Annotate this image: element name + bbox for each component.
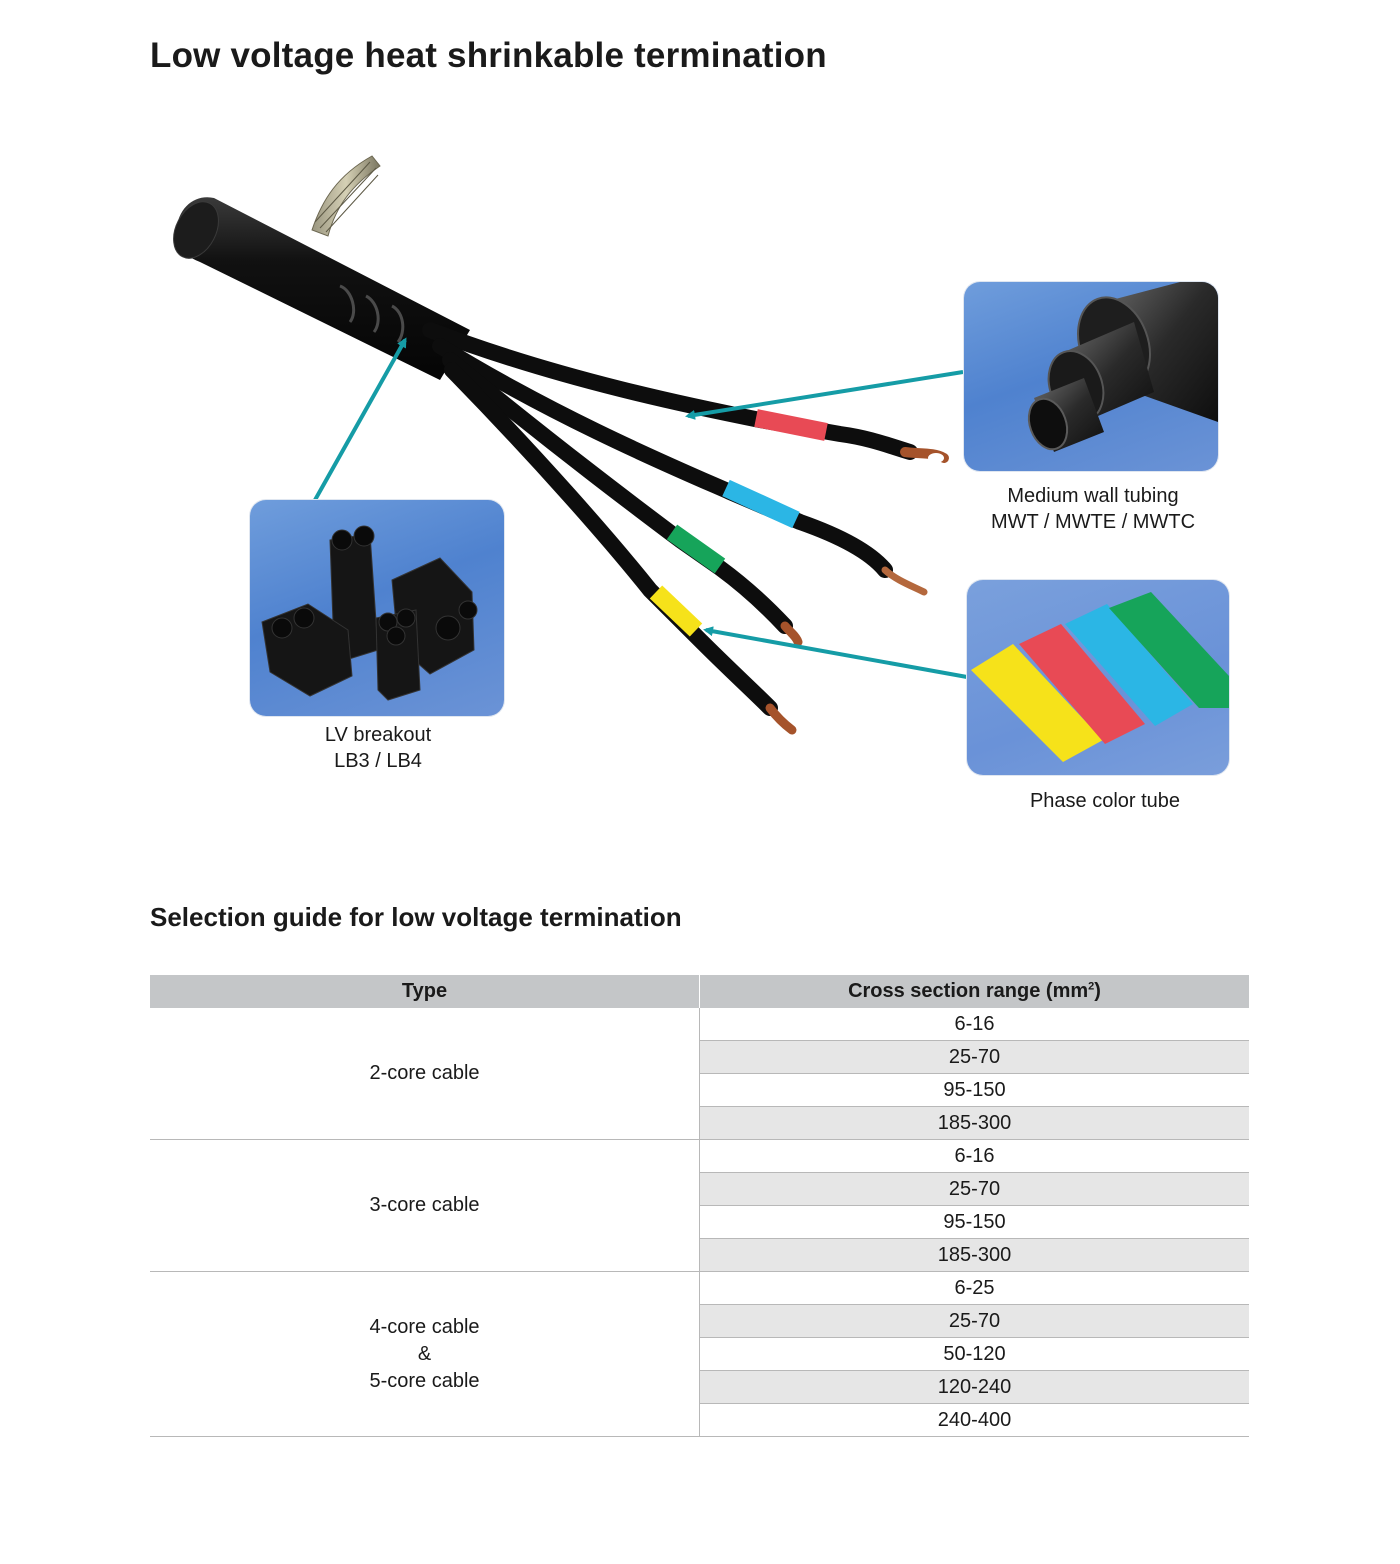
tubing-caption-line1: Medium wall tubing bbox=[1007, 485, 1179, 507]
arrow-tubing bbox=[685, 370, 964, 420]
cell-range: 6-25 bbox=[699, 1271, 1249, 1305]
table-row: 95-150 bbox=[150, 1073, 1249, 1107]
phase-caption: Phase color tube bbox=[990, 788, 1220, 814]
breakout-photo bbox=[250, 500, 504, 716]
breakout-caption-line2: LB3 / LB4 bbox=[334, 750, 422, 772]
phase-color-photo bbox=[967, 580, 1229, 775]
cell-range: 50-120 bbox=[699, 1337, 1249, 1371]
earth-braid bbox=[311, 155, 381, 237]
table-row: 3-core cable 6-16 bbox=[150, 1139, 1249, 1272]
cell-type: 2-core cable bbox=[150, 1008, 700, 1140]
table-row: 25-70 bbox=[150, 1304, 1249, 1338]
cell-range: 6-16 bbox=[699, 1008, 1249, 1041]
type-line: 4-core cable bbox=[369, 1315, 480, 1338]
table-row: 25-70 bbox=[150, 1040, 1249, 1074]
type-line: & bbox=[417, 1342, 432, 1365]
table-row: 4-core cable & 5-core cable 6-25 bbox=[150, 1271, 1249, 1437]
breakout-caption: LV breakout LB3 / LB4 bbox=[280, 722, 476, 774]
cell-type: 3-core cable bbox=[150, 1139, 700, 1272]
cable-termination-illustration bbox=[173, 155, 968, 735]
table-row: 25-70 bbox=[150, 1172, 1249, 1206]
cell-range: 25-70 bbox=[699, 1304, 1249, 1338]
cell-range: 95-150 bbox=[699, 1205, 1249, 1239]
cell-range: 240-400 bbox=[699, 1403, 1249, 1437]
table-row: 120-240 bbox=[150, 1370, 1249, 1404]
table-row: 185-300 bbox=[150, 1238, 1249, 1272]
type-line: 3-core cable bbox=[369, 1194, 480, 1216]
selection-guide-title: Selection guide for low voltage terminat… bbox=[150, 902, 682, 932]
cell-range: 6-16 bbox=[699, 1139, 1249, 1173]
core-green bbox=[442, 352, 793, 634]
page-title: Low voltage heat shrinkable termination bbox=[150, 36, 827, 75]
phase-caption-line1: Phase color tube bbox=[1029, 790, 1181, 812]
arrow-breakout bbox=[313, 337, 407, 501]
type-line: 2-core cable bbox=[369, 1062, 480, 1084]
header-cross-section: Cross section range (mm2) bbox=[699, 975, 1249, 1008]
cell-type: 4-core cable & 5-core cable bbox=[150, 1271, 700, 1437]
cell-range: 185-300 bbox=[699, 1238, 1249, 1272]
cell-range: 120-240 bbox=[699, 1370, 1249, 1404]
cell-range: 25-70 bbox=[699, 1040, 1249, 1074]
table-row: 95-150 bbox=[150, 1205, 1249, 1239]
table-row: 240-400 bbox=[150, 1403, 1249, 1437]
table-header-row: Type Cross section range (mm2) bbox=[150, 975, 1249, 1008]
table-row: 50-120 bbox=[150, 1337, 1249, 1371]
tubing-caption-line2: MWT / MWTE / MWTC bbox=[990, 511, 1196, 533]
type-line: 5-core cable bbox=[369, 1369, 480, 1392]
cell-range: 95-150 bbox=[699, 1073, 1249, 1107]
core-blue bbox=[432, 338, 893, 578]
cell-range: 185-300 bbox=[699, 1106, 1249, 1140]
tubing-photo bbox=[964, 282, 1218, 471]
arrow-phase bbox=[703, 626, 968, 679]
table-row: 2-core cable 6-16 bbox=[150, 1008, 1249, 1140]
tubing-caption: Medium wall tubing MWT / MWTE / MWTC bbox=[960, 483, 1226, 535]
header-type: Type bbox=[150, 975, 700, 1008]
cable-jacket bbox=[176, 197, 470, 380]
selection-guide-table: Type Cross section range (mm2) 2-core ca… bbox=[150, 975, 1249, 1437]
cell-range: 25-70 bbox=[699, 1172, 1249, 1206]
core-yellow bbox=[444, 362, 778, 716]
table-row: 185-300 bbox=[150, 1106, 1249, 1140]
breakout-caption-line1: LV breakout bbox=[324, 724, 432, 746]
